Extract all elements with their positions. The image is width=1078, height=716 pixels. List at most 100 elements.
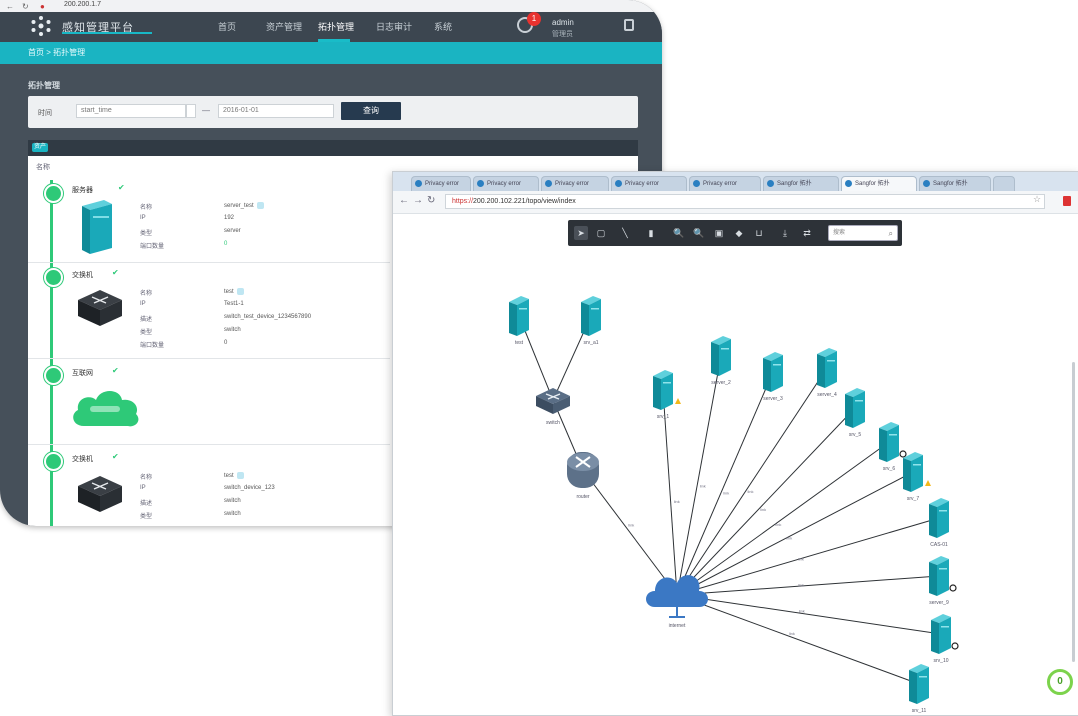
filter-label: 时间 <box>38 110 52 117</box>
topology-link[interactable] <box>662 389 678 596</box>
asset-item-server[interactable]: 服务器 ✔ 名称 server_test IP 192 类型 server 端口… <box>28 176 390 263</box>
app-header: 感知管理平台 首页 资产管理 拓扑管理 日志审计 系统 1 admin 管理员 <box>0 12 662 42</box>
server-node[interactable]: srv_1 <box>653 370 681 420</box>
zoom-in-icon[interactable]: 🔍 <box>673 228 685 238</box>
server-node[interactable]: test <box>509 296 529 346</box>
server-node[interactable]: server_4 <box>817 348 837 398</box>
logout-icon[interactable] <box>624 19 634 31</box>
calendar-icon[interactable] <box>186 104 196 118</box>
link-label: link <box>798 582 804 587</box>
breadcrumb[interactable]: 首页 > 拓扑管理 <box>28 48 86 57</box>
server-node[interactable]: srv_11 <box>909 664 929 714</box>
browser-tab[interactable]: Sangfor 拓扑 <box>919 176 991 191</box>
router-icon <box>567 452 599 488</box>
server-node[interactable]: srv_10 <box>931 614 959 664</box>
server-node[interactable]: server_3 <box>763 352 783 402</box>
topology-link[interactable] <box>676 594 920 685</box>
reload-icon[interactable]: ↻ <box>22 2 29 11</box>
topology-link[interactable] <box>676 575 940 596</box>
field-key: 类型 <box>140 330 153 336</box>
reload-icon[interactable]: ↻ <box>427 195 436 206</box>
timeline-dot <box>44 452 63 471</box>
tag-icon[interactable] <box>236 288 244 295</box>
server-node[interactable]: CAS-01 <box>929 498 949 548</box>
start-time-input[interactable]: start_time <box>76 104 186 118</box>
pointer-icon[interactable]: ➤ <box>574 226 588 240</box>
results-header: 资产 <box>28 140 638 156</box>
nav-tab-topology[interactable]: 拓扑管理 <box>318 22 355 32</box>
nav-tab-home[interactable]: 首页 <box>218 22 237 32</box>
browser-tab[interactable]: Privacy error <box>689 176 761 191</box>
save-icon[interactable]: ◆ <box>735 228 743 238</box>
switch-icon <box>78 290 122 326</box>
bookmark-star-icon[interactable]: ☆ <box>1033 194 1042 204</box>
toolbar-search-input[interactable]: 搜索⌕ <box>828 225 898 241</box>
link-label: link <box>760 507 766 512</box>
router-node[interactable]: router <box>567 452 599 500</box>
server-icon <box>763 352 783 392</box>
back-arrow-icon[interactable]: ← <box>399 195 409 206</box>
section-title: 拓扑管理 <box>28 81 60 90</box>
topology-link[interactable] <box>676 371 774 596</box>
vertical-scrollbar[interactable] <box>1072 362 1075 662</box>
fit-icon[interactable]: ▣ <box>714 228 724 238</box>
topology-link[interactable] <box>676 594 942 635</box>
back-arrow-icon[interactable]: ← <box>6 2 14 11</box>
switch-node[interactable]: switch <box>536 388 570 426</box>
new-tab-button[interactable] <box>993 176 1015 191</box>
topology-link[interactable] <box>676 517 940 596</box>
browser-tab[interactable]: Sangfor 拓扑 <box>763 176 839 191</box>
server-node[interactable]: srv_6 <box>879 422 907 472</box>
topology-link[interactable] <box>582 469 678 596</box>
download-icon[interactable]: ⤓ <box>783 228 787 238</box>
tag-icon[interactable] <box>256 202 264 209</box>
node-label: internet <box>669 623 686 629</box>
select-box-icon[interactable]: ▢ <box>596 228 606 238</box>
trash-icon[interactable]: ▮ <box>648 228 654 238</box>
back-url-text[interactable]: 200.200.1.7 <box>64 1 101 8</box>
url-input[interactable]: https://200.200.102.221/topo/view/index <box>445 194 1045 209</box>
topology-link[interactable] <box>676 471 914 596</box>
server-node[interactable]: srv_5 <box>845 388 865 438</box>
node-label: server_2 <box>711 380 731 386</box>
browser-tab[interactable]: Privacy error <box>611 176 687 191</box>
user-name[interactable]: admin <box>552 18 574 27</box>
topology-link[interactable] <box>676 441 890 596</box>
cloud-node[interactable]: internet <box>646 575 708 629</box>
layout-icon[interactable]: ⊔ <box>755 228 763 238</box>
topology-link[interactable] <box>676 355 722 596</box>
line-icon[interactable]: ╲ <box>622 228 628 238</box>
topology-link[interactable] <box>676 367 828 596</box>
search-icon[interactable]: ⌕ <box>888 229 893 238</box>
topology-link[interactable] <box>676 407 856 596</box>
end-time-input[interactable]: 2016-01-01 <box>218 104 334 118</box>
results-tab[interactable]: 资产 <box>32 143 48 152</box>
asset-item-switch[interactable]: 交换机 ✔ 名称 test IP switch_device_123 描述 sw… <box>28 444 390 526</box>
server-node[interactable]: srv_a1 <box>581 296 601 346</box>
zoom-out-icon[interactable]: 🔍 <box>693 228 705 238</box>
asset-item-switch[interactable]: 交换机 ✔ 名称 test IP Test1-1 描述 switch_test_… <box>28 262 390 359</box>
refresh-icon[interactable]: ⇄ <box>803 228 811 238</box>
server-node[interactable]: server_2 <box>711 336 731 386</box>
server-node[interactable]: srv_7 <box>903 452 931 502</box>
nav-tab-assets[interactable]: 资产管理 <box>266 22 303 32</box>
server-node[interactable]: server_9 <box>929 556 957 606</box>
nav-tab-system[interactable]: 系统 <box>434 22 453 32</box>
tag-icon[interactable] <box>236 472 244 479</box>
field-key: 名称 <box>140 205 153 211</box>
extension-icon[interactable] <box>1063 196 1071 206</box>
nav-tab-logs[interactable]: 日志审计 <box>376 22 413 32</box>
browser-tab[interactable]: Privacy error <box>411 176 471 191</box>
field-key: 名称 <box>140 291 153 297</box>
browser-tab[interactable]: Privacy error <box>541 176 609 191</box>
browser-tab-active[interactable]: Sangfor 拓扑 <box>841 176 917 191</box>
check-icon: ✔ <box>112 452 119 461</box>
browser-tab[interactable]: Privacy error <box>473 176 539 191</box>
zoom-level-badge[interactable]: 0 <box>1047 669 1073 695</box>
query-button[interactable]: 查询 <box>341 102 401 120</box>
forward-arrow-icon[interactable]: → <box>413 195 423 206</box>
asset-item-cloud[interactable]: 互联网 ✔ <box>28 358 390 445</box>
link-label: link <box>723 491 729 496</box>
